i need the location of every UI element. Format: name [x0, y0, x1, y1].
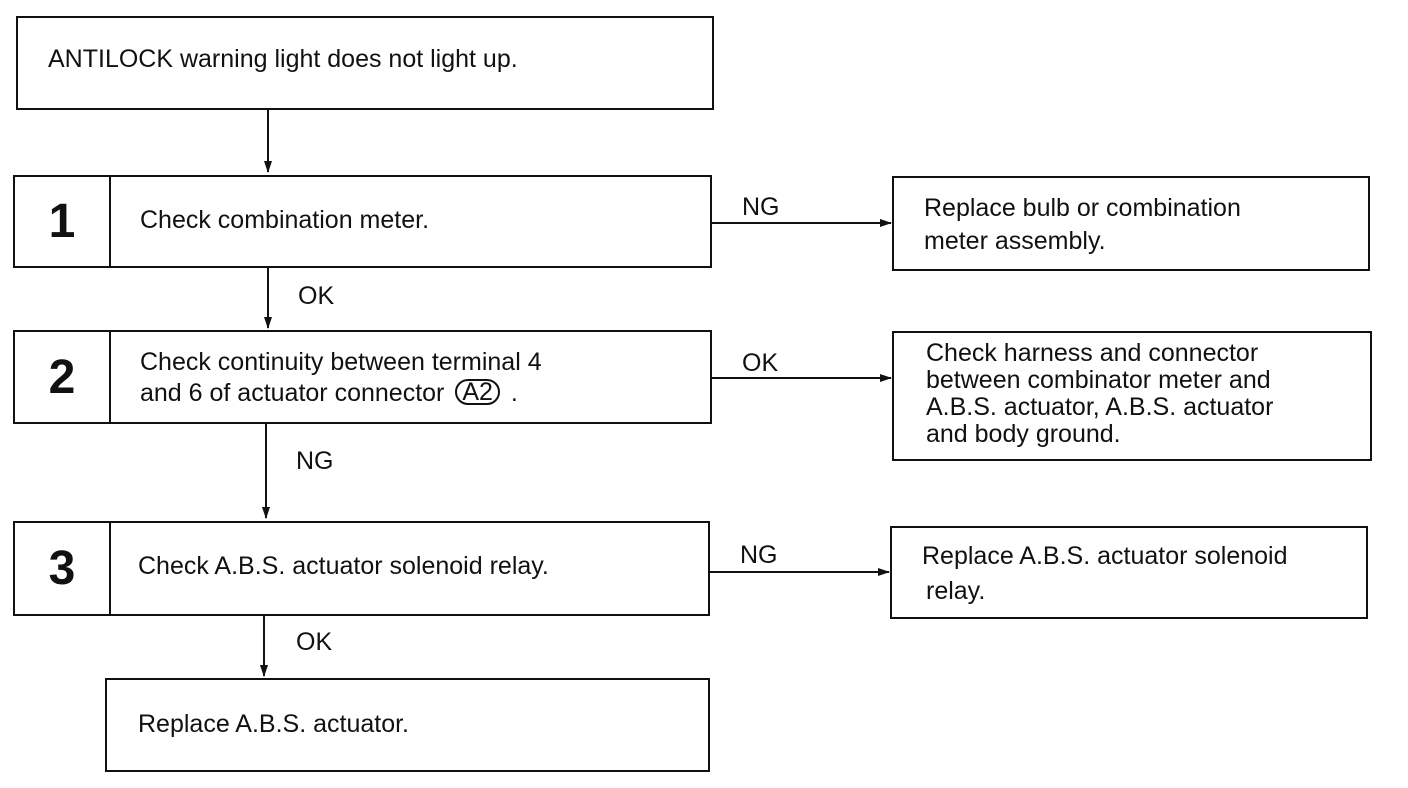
step-1-number: 1 [15, 177, 111, 266]
step-1-branch-label: NG [742, 193, 780, 221]
start-text: ANTILOCK warning light does not light up… [48, 45, 518, 73]
step-2-result-box: Check harness and connector between comb… [892, 331, 1372, 461]
end-box: Replace A.B.S. actuator. [105, 678, 710, 772]
step-2-result-line-2: between combinator meter and [926, 366, 1271, 394]
step-2-box: 2 Check continuity between terminal 4 an… [13, 330, 712, 424]
step-1-down-label: OK [298, 282, 335, 310]
step-1-result-line-1: Replace bulb or combination [924, 194, 1241, 222]
step-2-text-line-2-main: and 6 of actuator connector [140, 379, 445, 407]
step-1-box: 1 Check combination meter. [13, 175, 712, 268]
step-3-down-label: OK [296, 628, 333, 656]
step-3-branch-label: NG [740, 541, 778, 569]
step-1-text: Check combination meter. [140, 206, 430, 234]
step-2-result-line-4: and body ground. [926, 420, 1121, 448]
step-3-result-line-1: Replace A.B.S. actuator solenoid [922, 542, 1288, 570]
start-box: ANTILOCK warning light does not light up… [16, 16, 714, 110]
step-2-text-line-1: Check continuity between terminal 4 [140, 348, 542, 376]
connector-a2-badge: A2 [455, 379, 500, 405]
step-2-line-end: . [510, 379, 518, 407]
step-2-number: 2 [15, 332, 111, 422]
step-1-result-box: Replace bulb or combination meter assemb… [892, 176, 1370, 271]
step-2-result-line-1: Check harness and connector [926, 339, 1259, 367]
step-3-text: Check A.B.S. actuator solenoid relay. [138, 552, 549, 580]
step-3-result-line-2: relay. [926, 577, 986, 605]
step-2-branch-label: OK [742, 349, 779, 377]
step-3-box: 3 Check A.B.S. actuator solenoid relay. [13, 521, 710, 616]
step-3-result-box: Replace A.B.S. actuator solenoid relay. [890, 526, 1368, 619]
end-text: Replace A.B.S. actuator. [138, 710, 409, 738]
step-2-down-label: NG [296, 447, 334, 475]
step-2-result-line-3: A.B.S. actuator, A.B.S. actuator [926, 393, 1274, 421]
step-2-text-line-2: and 6 of actuator connector A2 . [140, 379, 518, 408]
step-1-result-line-2: meter assembly. [924, 227, 1106, 255]
step-3-number: 3 [15, 523, 111, 614]
